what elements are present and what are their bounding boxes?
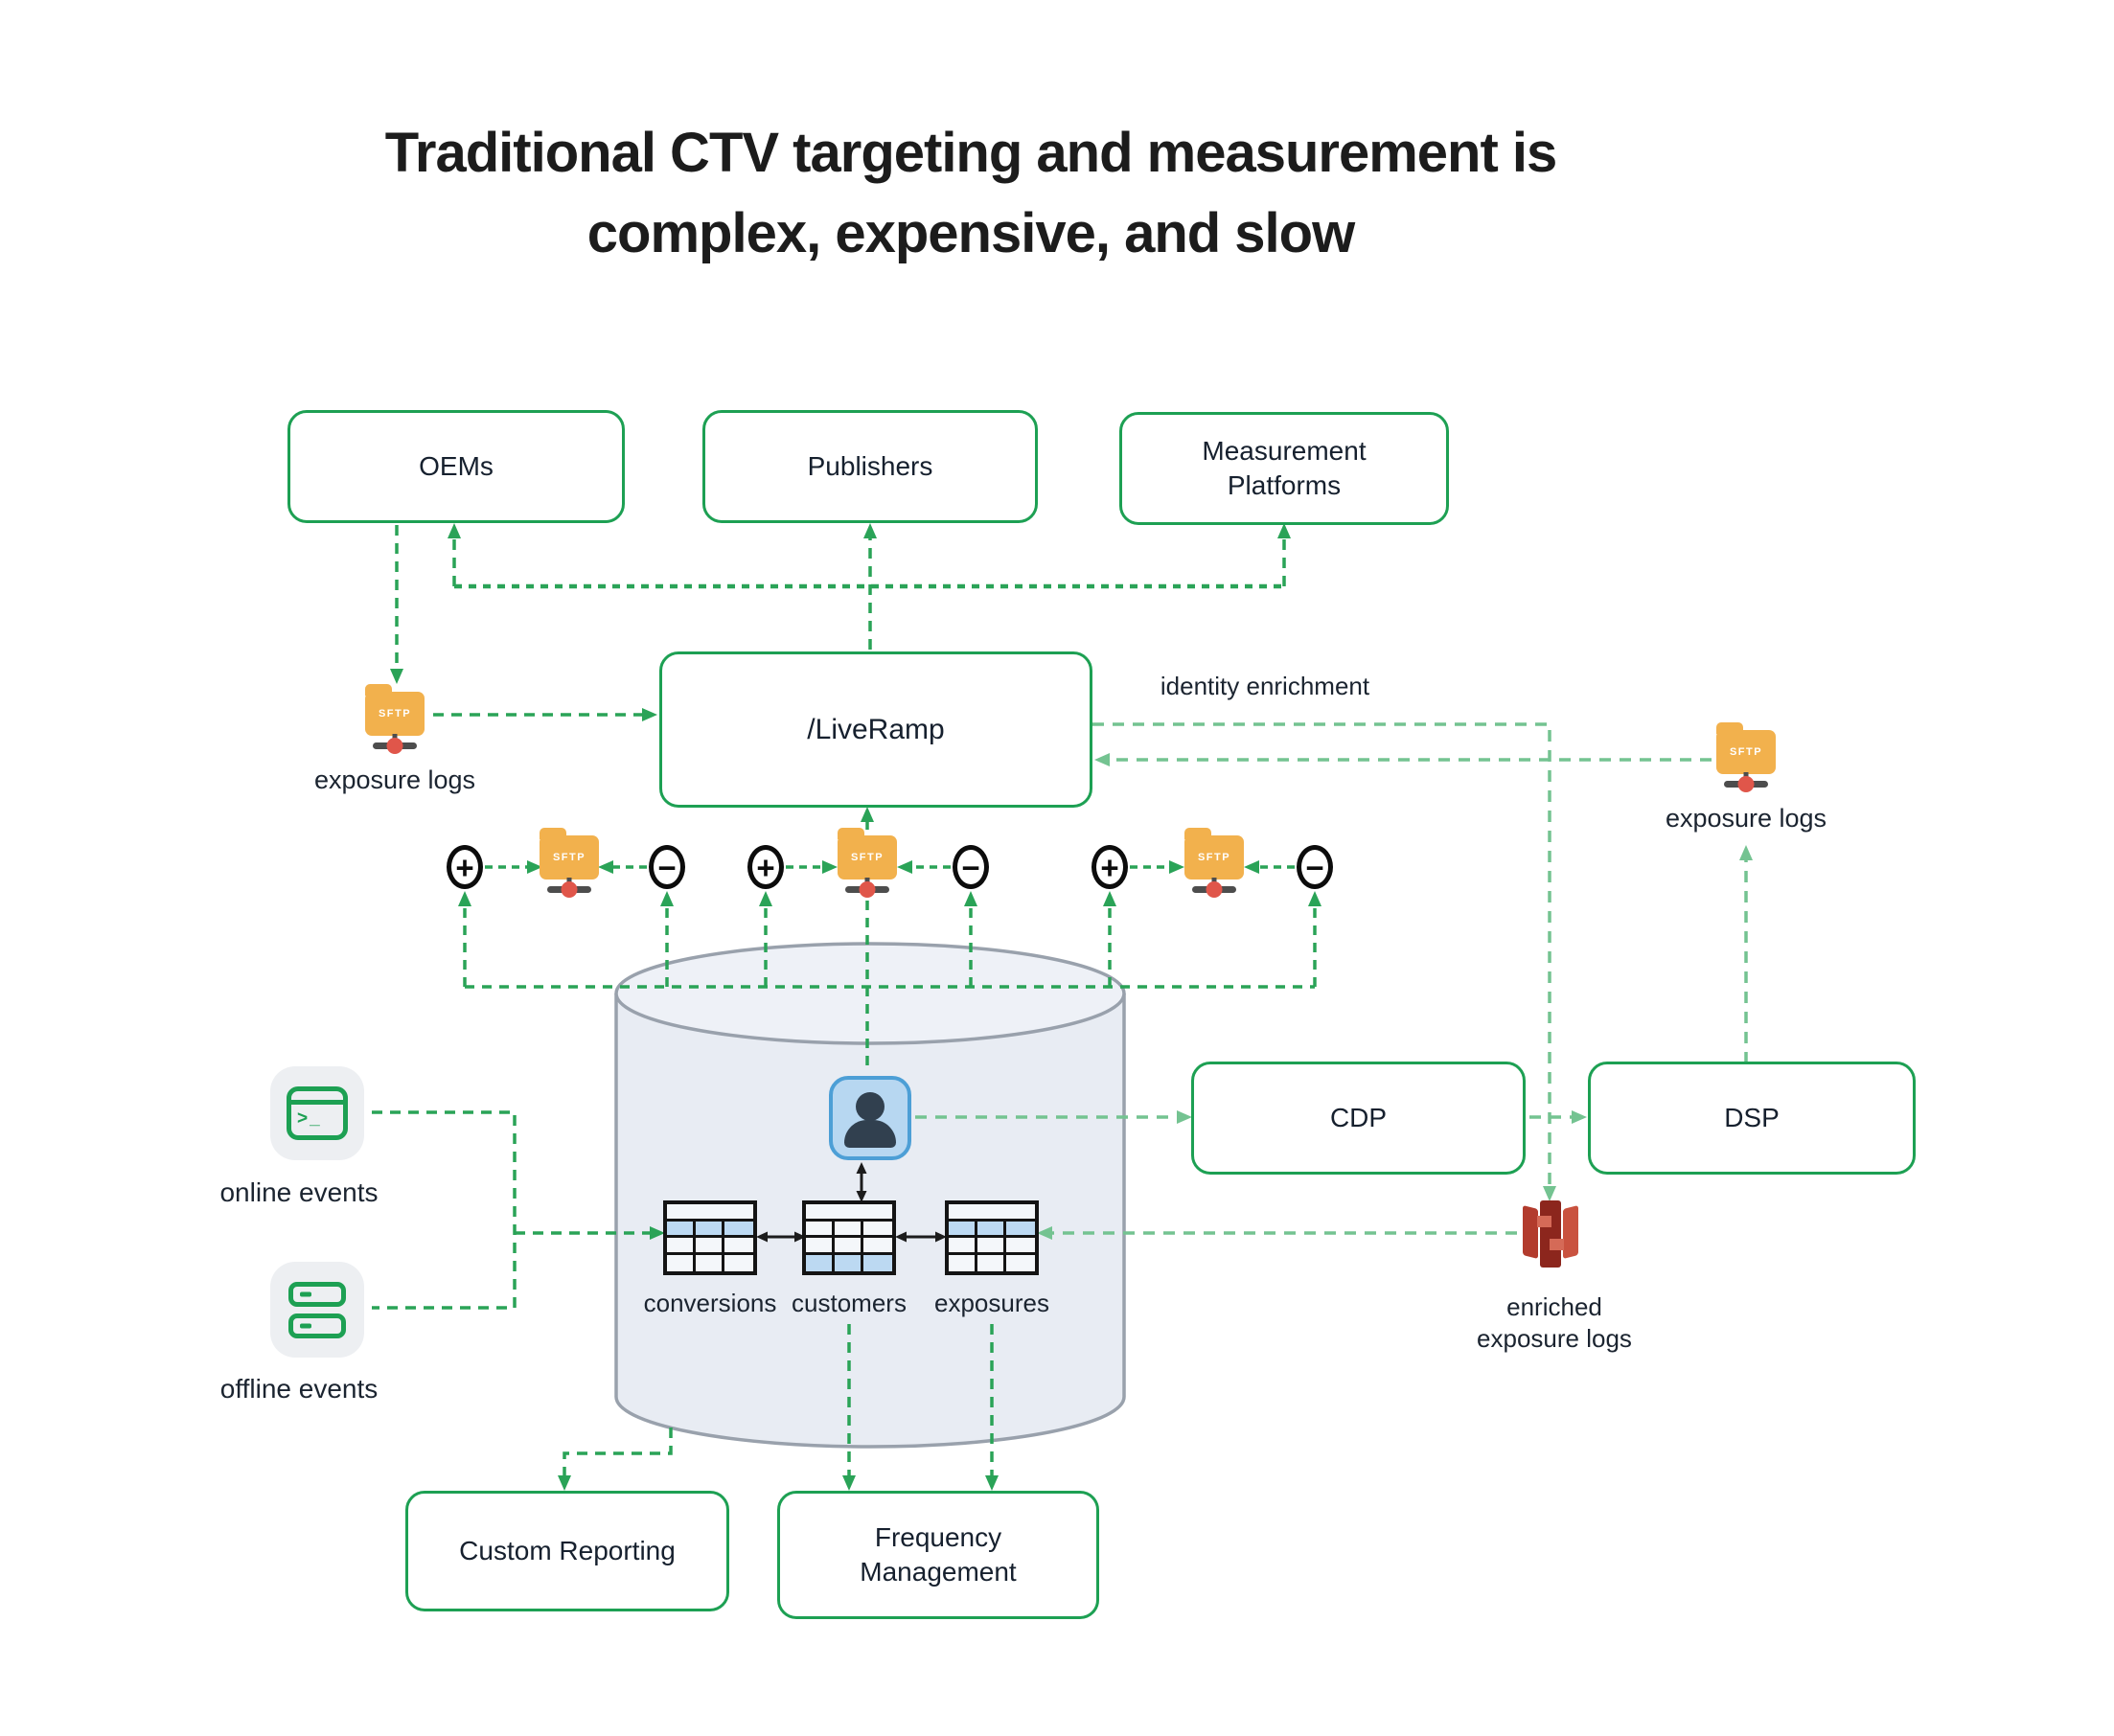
exposure-logs-left-label: exposure logs: [313, 765, 476, 794]
table-exposures: [945, 1200, 1039, 1275]
plus-icon-1: +: [447, 845, 483, 889]
line-identity-enrichment: [1092, 722, 1556, 1201]
node-dsp: DSP: [1588, 1062, 1916, 1175]
offline-events-icon: [270, 1262, 364, 1358]
minus-icon-2: −: [953, 845, 989, 889]
node-measurement-platforms: Measurement Platforms: [1119, 412, 1449, 525]
offline-events-label: offline events: [219, 1374, 379, 1404]
exposures-label: exposures: [934, 1289, 1049, 1317]
plus-icon-2: +: [747, 845, 784, 889]
arrow-warehouse-to-custom-reporting: [558, 1428, 673, 1491]
plus-icon-3: +: [1091, 845, 1128, 889]
node-frequency-management: Frequency Management: [777, 1491, 1099, 1619]
node-oems: OEMs: [287, 410, 625, 523]
table-conversions: [663, 1200, 757, 1275]
sftp-folder-icon-3: SFTP: [1184, 828, 1244, 901]
data-warehouse-cylinder: [614, 942, 1126, 1449]
identity-enrichment-label: identity enrichment: [1160, 672, 1370, 700]
sftp-folder-icon-2: SFTP: [838, 828, 897, 901]
table-customers: [802, 1200, 896, 1275]
node-liveramp: /LiveRamp: [659, 651, 1092, 808]
node-custom-reporting: Custom Reporting: [405, 1491, 729, 1611]
sftp-folder-icon-left: SFTP: [365, 684, 425, 757]
enriched-logs-icon: [1523, 1200, 1578, 1268]
page-title: Traditional CTV targeting and measuremen…: [384, 122, 1558, 264]
online-events-icon: >_: [270, 1066, 364, 1160]
customers-label: customers: [792, 1289, 907, 1317]
node-publishers: Publishers: [702, 410, 1038, 523]
line-online-events: [372, 1110, 517, 1310]
sftp-folder-icon-right: SFTP: [1716, 722, 1776, 795]
sftp-folder-icon-1: SFTP: [540, 828, 599, 901]
enriched-exposure-logs-label: enriched exposure logs: [1477, 1292, 1632, 1353]
minus-icon-3: −: [1297, 845, 1333, 889]
node-cdp: CDP: [1191, 1062, 1526, 1175]
person-icon: [829, 1076, 911, 1160]
terminal-icon: >_: [287, 1086, 348, 1140]
server-icon: [288, 1281, 346, 1338]
minus-icon-1: −: [649, 845, 685, 889]
online-events-label: online events: [219, 1177, 379, 1207]
conversions-label: conversions: [643, 1289, 777, 1317]
exposure-logs-right-label: exposure logs: [1665, 804, 1827, 833]
